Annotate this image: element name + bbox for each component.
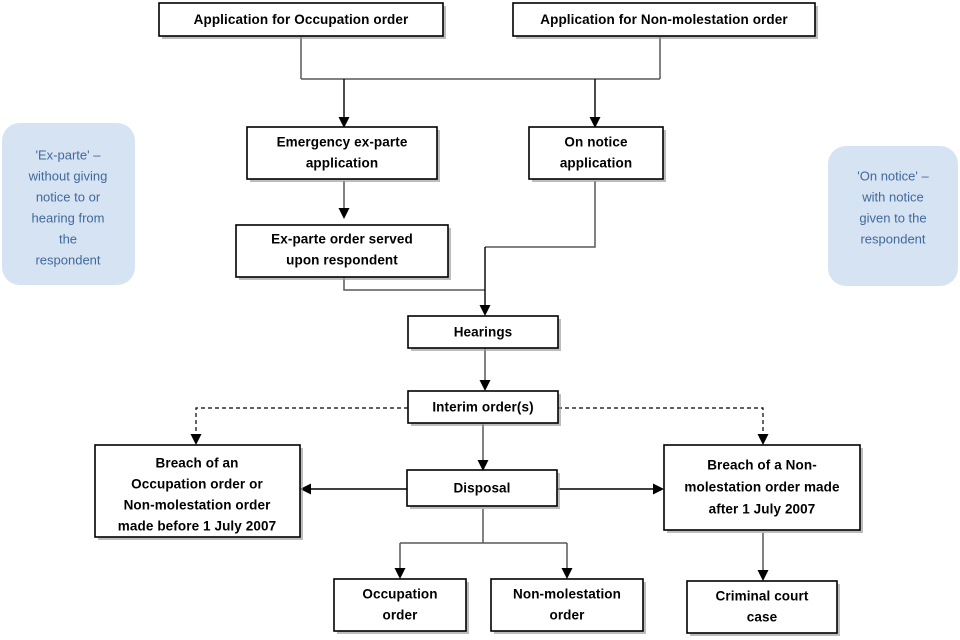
node-interim-orders-box[interactable] <box>407 390 559 424</box>
callout-on-notice-line-1: with notice <box>861 189 923 204</box>
node-disposal-box[interactable] <box>406 469 558 507</box>
node-breach-before-2007[interactable]: Breach of an Occupation order or Non-mol… <box>94 444 303 540</box>
node-nonmolestation-order-line-1: order <box>549 608 585 623</box>
callout-on-notice-line-2: given to the <box>859 210 926 225</box>
node-on-notice-line-0: On notice <box>564 135 628 150</box>
node-ex-parte-order-served-line-1: upon respondent <box>286 253 398 268</box>
node-breach-after-2007-line-0: Breach of a Non- <box>707 458 817 473</box>
node-ex-parte-order-served-line-0: Ex-parte order served <box>271 232 413 247</box>
node-on-notice-box[interactable] <box>528 126 664 180</box>
node-interim-orders[interactable]: Interim order(s) <box>407 390 561 426</box>
node-criminal-court-case[interactable]: Criminal court case <box>686 580 840 636</box>
arrowhead-occupation-order <box>394 568 406 579</box>
arrowhead-onnotice <box>589 117 601 128</box>
arrowhead-interim <box>479 380 491 391</box>
node-breach-before-2007-box[interactable] <box>94 444 301 538</box>
node-criminal-court-case-line-0: Criminal court <box>716 589 809 604</box>
callout-ex-parte-line-2: notice to or <box>36 189 101 204</box>
callout-ex-parte: 'Ex-parte' – without giving notice to or… <box>2 123 135 285</box>
node-breach-after-2007-line-2: after 1 July 2007 <box>709 502 816 517</box>
node-on-notice[interactable]: On notice application <box>528 126 666 182</box>
edge-onnotice-to-hearings <box>485 181 596 248</box>
arrowhead-right-breach <box>653 483 664 495</box>
callout-ex-parte-line-4: the <box>59 231 77 246</box>
callout-on-notice-line-3: respondent <box>860 231 925 246</box>
node-app-occupation-box[interactable] <box>158 2 444 37</box>
arrowhead-breach-before-dashed <box>190 434 202 445</box>
node-hearings-box[interactable] <box>407 315 559 349</box>
connectors-layer <box>190 37 769 581</box>
node-disposal-line-0: Disposal <box>453 481 510 496</box>
arrowhead-nonmolestation-order <box>561 568 573 579</box>
callout-ex-parte-line-3: hearing from <box>32 210 105 225</box>
node-breach-before-2007-line-3: made before 1 July 2007 <box>118 519 276 534</box>
callout-ex-parte-line-0: 'Ex-parte' – <box>36 147 102 162</box>
edge-interim-to-breach-after <box>558 407 764 437</box>
node-app-nonmolestation-line-0: Application for Non-molestation order <box>540 12 788 27</box>
node-emergency-ex-parte[interactable]: Emergency ex-parte application <box>246 126 440 182</box>
node-interim-orders-line-0: Interim order(s) <box>432 400 533 415</box>
node-criminal-court-case-box[interactable] <box>686 580 838 634</box>
arrowhead-served <box>338 208 350 219</box>
node-emergency-ex-parte-box[interactable] <box>246 126 438 180</box>
callout-on-notice-line-0: 'On notice' – <box>857 168 929 183</box>
arrowhead-disposal <box>477 460 489 471</box>
arrowhead-criminal-court <box>757 570 769 581</box>
callout-ex-parte-box <box>2 123 135 285</box>
node-occupation-order[interactable]: Occupation order <box>333 578 469 634</box>
node-hearings-line-0: Hearings <box>454 325 513 340</box>
node-emergency-ex-parte-line-1: application <box>306 156 378 171</box>
node-nonmolestation-order-line-0: Non-molestation <box>513 587 621 602</box>
node-breach-before-2007-line-1: Occupation order or <box>131 477 263 492</box>
node-occupation-order-box[interactable] <box>333 578 467 632</box>
arrowhead-emergency <box>338 117 350 128</box>
node-nonmolestation-order[interactable]: Non-molestation order <box>490 578 646 634</box>
node-app-nonmolestation[interactable]: Application for Non-molestation order <box>512 2 818 39</box>
arrowhead-left-breach <box>300 483 311 495</box>
arrowhead-hearings <box>479 305 491 316</box>
node-occupation-order-line-1: order <box>382 608 418 623</box>
arrowhead-breach-after-dashed <box>757 434 769 445</box>
node-ex-parte-order-served-box[interactable] <box>235 224 449 278</box>
node-breach-before-2007-line-0: Breach of an <box>156 456 239 471</box>
node-occupation-order-line-0: Occupation <box>362 587 437 602</box>
node-breach-before-2007-line-2: Non-molestation order <box>124 498 272 513</box>
node-breach-after-2007-box[interactable] <box>663 444 861 531</box>
callout-ex-parte-line-1: without giving <box>28 168 108 183</box>
edge-served-to-hearings <box>343 277 485 291</box>
node-emergency-ex-parte-line-0: Emergency ex-parte <box>277 135 408 150</box>
node-nonmolestation-order-box[interactable] <box>490 578 644 632</box>
node-app-occupation-line-0: Application for Occupation order <box>194 12 409 27</box>
node-breach-after-2007[interactable]: Breach of a Non- molestation order made … <box>663 444 863 533</box>
node-hearings[interactable]: Hearings <box>407 315 561 351</box>
node-ex-parte-order-served[interactable]: Ex-parte order served upon respondent <box>235 224 451 280</box>
node-criminal-court-case-line-1: case <box>747 610 778 625</box>
node-breach-after-2007-line-1: molestation order made <box>684 480 840 495</box>
node-disposal[interactable]: Disposal <box>406 469 560 509</box>
callout-on-notice: 'On notice' – with notice given to the r… <box>828 146 958 286</box>
callout-ex-parte-line-5: respondent <box>35 252 100 267</box>
node-app-nonmolestation-box[interactable] <box>512 2 816 37</box>
node-app-occupation[interactable]: Application for Occupation order <box>158 2 446 39</box>
node-on-notice-line-1: application <box>560 156 632 171</box>
edge-interim-to-breach-before <box>195 407 408 437</box>
callout-on-notice-box <box>828 146 958 286</box>
